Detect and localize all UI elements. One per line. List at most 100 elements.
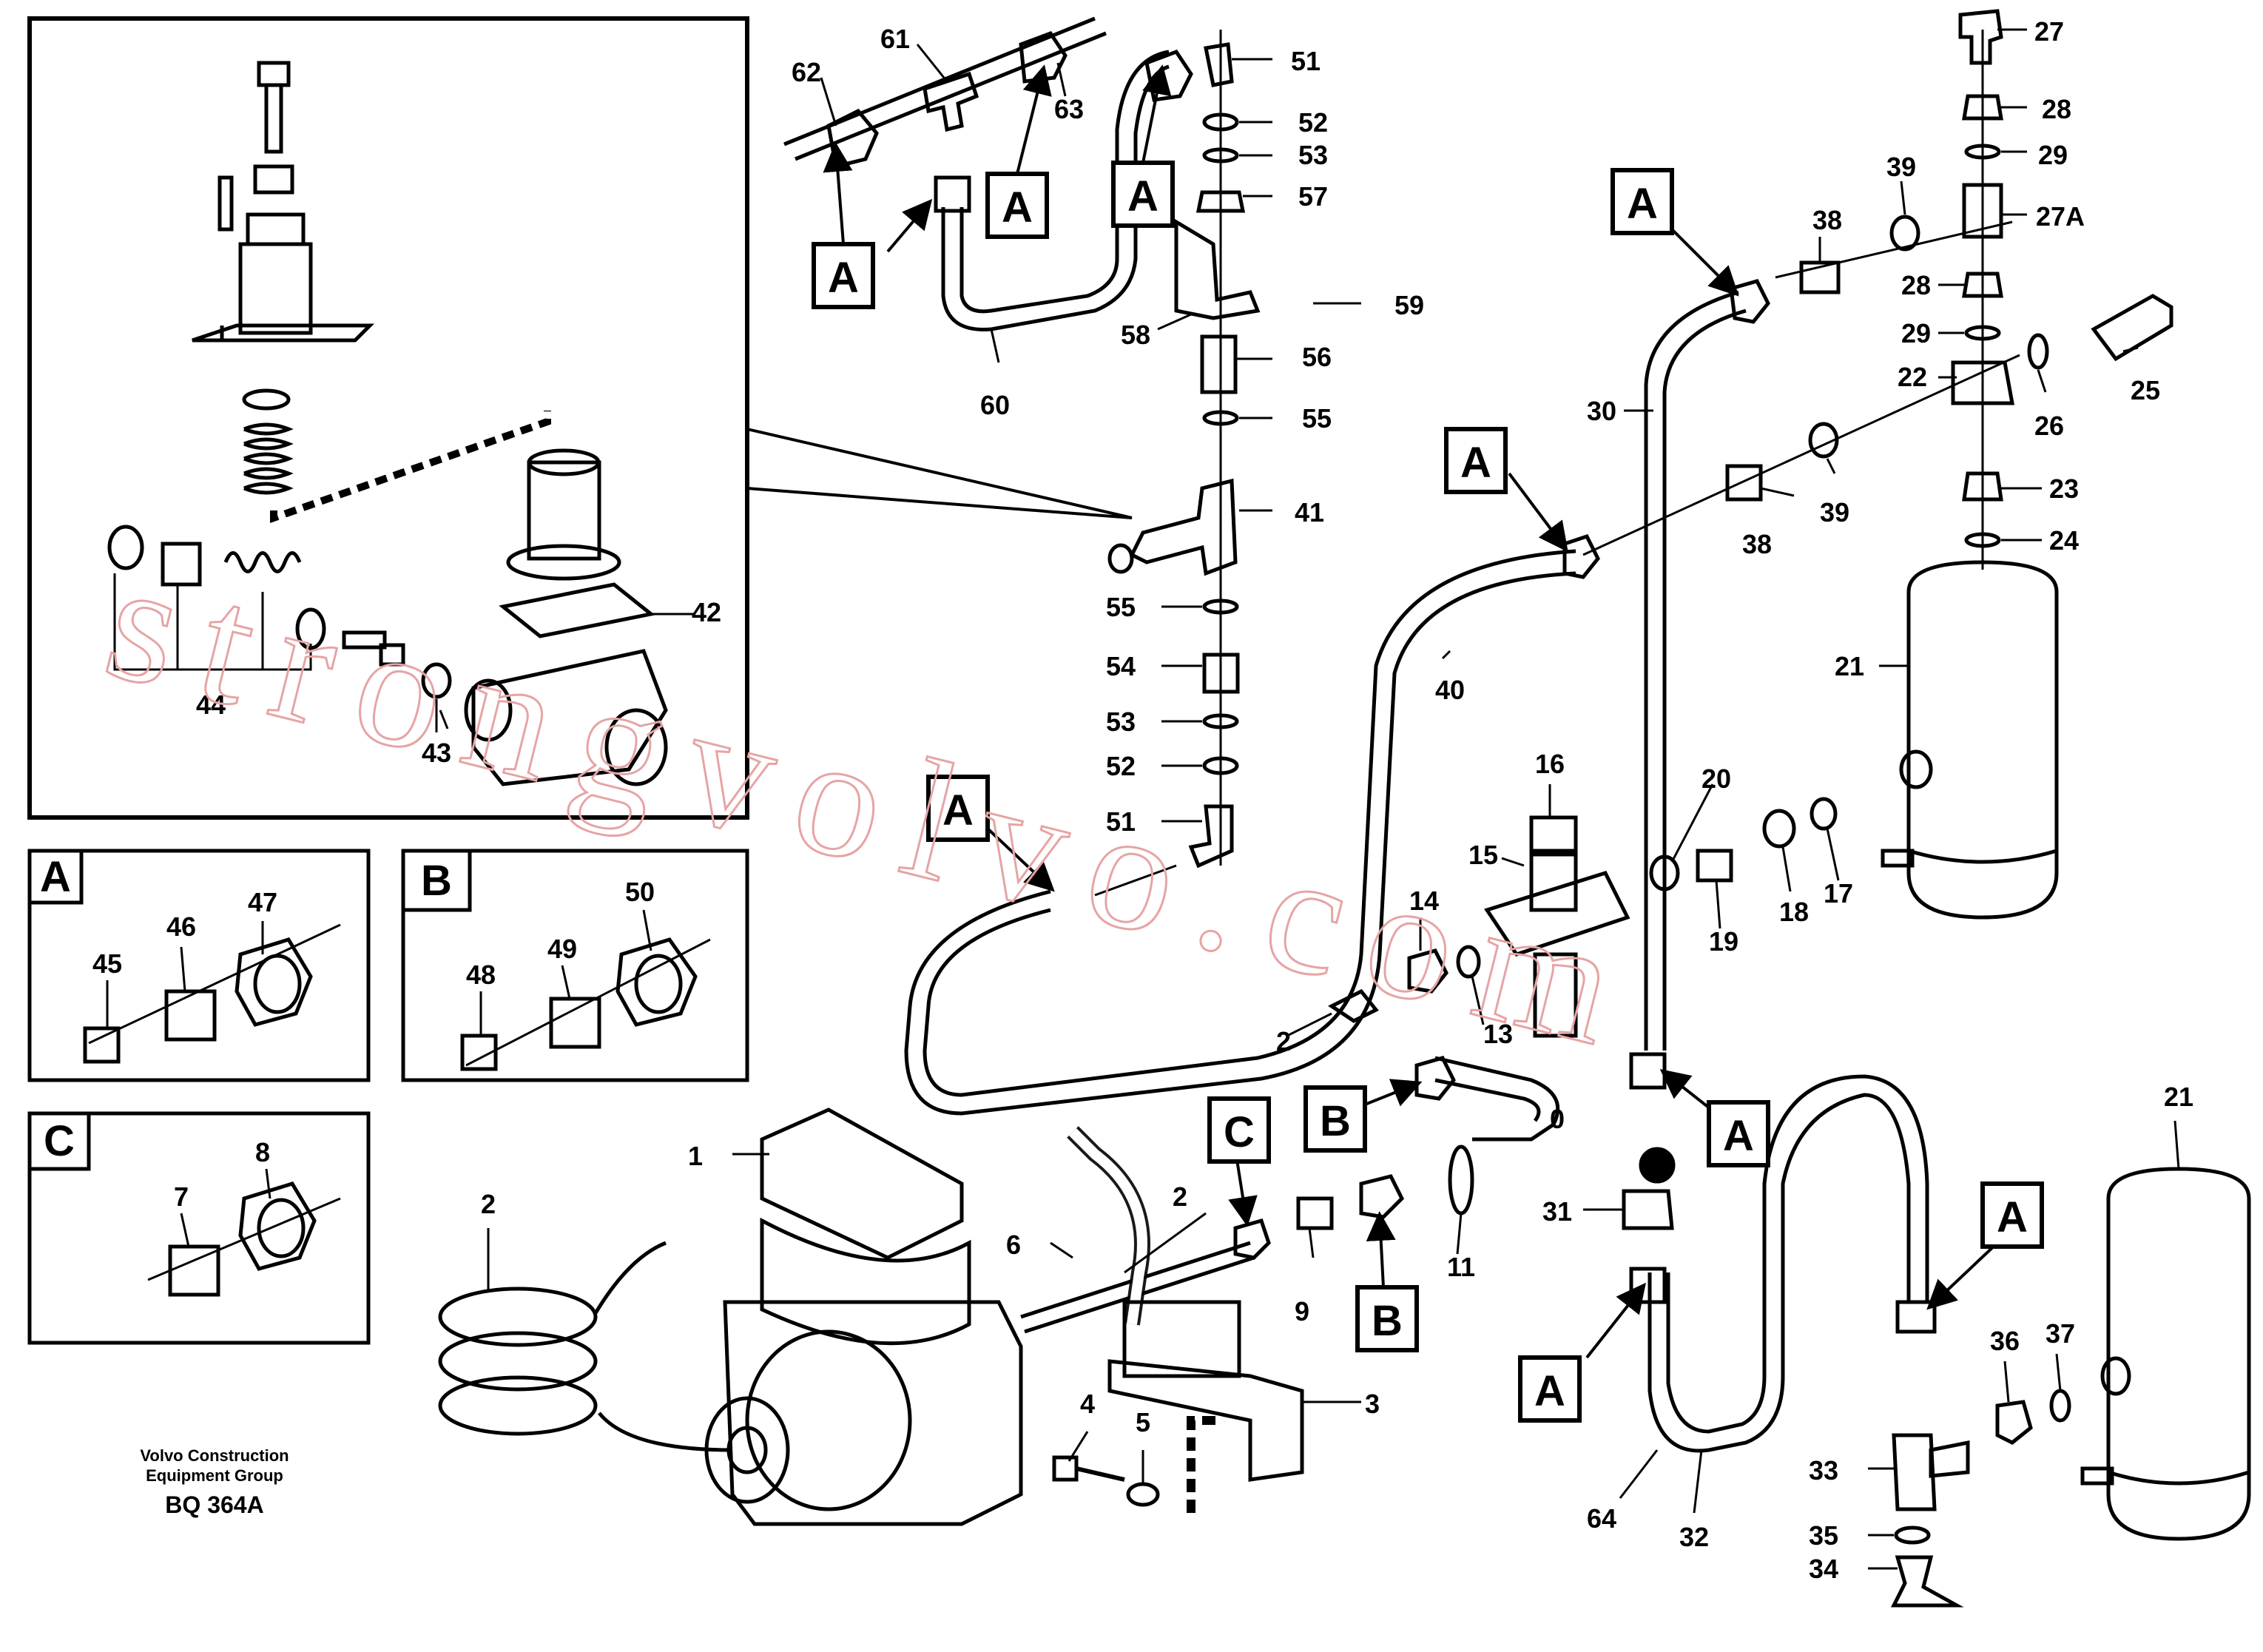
company-line-2: Equipment Group [146,1466,283,1485]
part-number: 46 [166,911,196,942]
part-number: 25 [2131,375,2160,405]
callout-c: C [1224,1108,1255,1156]
part-number: 21 [1835,651,1864,681]
part-number: 8 [255,1137,270,1167]
part-number: 58 [1121,320,1150,350]
part-number: 19 [1709,926,1738,957]
part-number: 20 [1702,763,1731,794]
part-number: 14 [1409,886,1439,916]
part-number: 28 [1901,270,1931,300]
part-number: 43 [422,738,451,768]
detail-panel-c [27,1111,371,1345]
callout-boxes [812,161,2044,1423]
part-number: 44 [196,690,226,720]
footer: Volvo Construction Equipment Group BQ 36… [140,1446,289,1518]
callout-letters: A A A A A A C B B A A A [828,172,2028,1415]
watermark: strongvolvo.com [90,525,1659,1088]
company-line-1: Volvo Construction [140,1446,289,1465]
part-number: 42 [692,597,721,627]
part-number: 54 [1106,651,1136,681]
part-number: 39 [1820,497,1849,527]
callout-a: A [1002,183,1033,232]
leader-lines [106,28,2180,1570]
part-number: 11 [1447,1252,1475,1282]
part-number: 28 [2042,94,2071,124]
part-number: 62 [792,57,821,87]
part-number: 5 [1136,1407,1150,1437]
components [704,9,2251,1608]
part-number: 61 [880,24,910,54]
part-number: 49 [547,934,577,964]
part-number: 51 [1106,806,1136,837]
part-number: 4 [1080,1389,1095,1419]
part-number: 21 [2164,1082,2193,1112]
part-number: 52 [1298,107,1328,138]
detail-panel-b [401,849,749,1082]
part-number: 13 [1483,1019,1513,1049]
part-number: 0 [1550,1104,1565,1134]
detail-c-title: C [44,1117,75,1165]
part-number: 22 [1898,362,1927,392]
detail-b-title: B [421,857,452,905]
part-number: 53 [1106,707,1136,737]
part-number: 56 [1302,342,1332,372]
part-number: 50 [625,877,655,907]
part-number: 40 [1435,675,1465,705]
callout-a: A [942,786,974,835]
part-number: 55 [1106,592,1136,622]
part-number: 17 [1824,878,1853,908]
callout-a: A [1723,1112,1754,1160]
part-number: 15 [1468,840,1498,870]
callout-b: B [1372,1297,1403,1345]
part-number: 32 [1679,1522,1709,1552]
part-number: 1 [688,1141,703,1171]
part-number: 2 [1173,1181,1187,1212]
callout-a: A [828,254,859,302]
part-number: 38 [1812,205,1842,235]
detail-panel-a [27,849,371,1082]
part-number: 57 [1298,181,1328,212]
panel-titles: A B C [40,853,452,1165]
drawing-code: BQ 364A [165,1491,263,1518]
part-number: 47 [248,887,277,917]
part-number: 3 [1365,1389,1380,1419]
part-number: 53 [1298,140,1328,170]
part-number: 48 [466,960,496,990]
part-number: 45 [92,948,122,979]
part-number: 33 [1809,1455,1838,1486]
part-number: 60 [980,390,1010,420]
part-number: 38 [1742,529,1772,559]
part-number: 52 [1106,751,1136,781]
part-number: 31 [1542,1196,1572,1227]
part-number: 39 [1886,152,1916,182]
part-number: 2 [481,1189,496,1219]
part-number: 27A [2036,201,2085,232]
part-number: 41 [1295,497,1324,527]
callout-a: A [1460,439,1491,487]
part-number: 37 [2046,1318,2075,1349]
part-number: 23 [2049,473,2079,504]
part-number: 59 [1394,290,1424,320]
part-number: 24 [2049,525,2079,556]
part-number: 29 [1901,318,1931,348]
inset-detail-panel [27,16,1133,820]
part-number: 7 [174,1181,189,1212]
part-number: 16 [1535,749,1565,779]
part-number: 64 [1587,1503,1616,1534]
callout-b: B [1320,1097,1351,1145]
part-number: 9 [1295,1296,1309,1326]
part-numbers: 62 61 63 51 52 53 57 59 58 56 55 60 41 5… [92,16,2193,1584]
pipes [438,16,2020,1453]
detail-a-title: A [40,853,71,901]
callout-a: A [1997,1193,2028,1241]
part-number: 35 [1809,1520,1838,1551]
part-number: 2 [1276,1026,1291,1056]
part-number: 27 [2034,16,2064,47]
part-number: 6 [1006,1230,1021,1260]
part-number: 51 [1291,46,1321,76]
part-number: 30 [1587,396,1616,426]
callout-a: A [1627,180,1658,228]
part-number: 26 [2034,411,2064,441]
